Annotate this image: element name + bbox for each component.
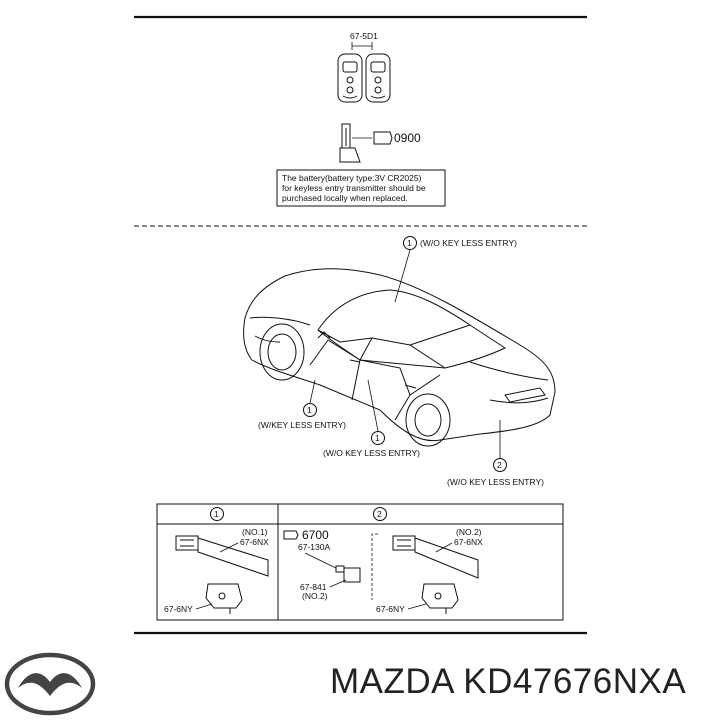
col2-part-ny: 67-6NY xyxy=(376,604,405,614)
rear-door-callout-number: 1 xyxy=(375,433,380,443)
key-fob-right xyxy=(365,53,391,103)
battery-note-line-2: for keyless entry transmitter should be xyxy=(282,183,426,193)
roof-callout-circle xyxy=(403,236,417,250)
col2-connector xyxy=(335,565,361,583)
front-door-leader xyxy=(309,379,316,404)
col2-header-number: 2 xyxy=(377,509,382,519)
battery-note-line-1: The battery(battery type:3V CR2025) xyxy=(282,173,422,183)
front-door-callout-circle xyxy=(303,403,317,417)
trunk-callout-number: 2 xyxy=(497,460,502,470)
col2-ny-leader xyxy=(407,603,427,610)
key-fob-left xyxy=(337,53,363,103)
key-leader-line xyxy=(351,42,373,50)
col2-part-841: 67-841 xyxy=(300,582,327,592)
col1-bracket xyxy=(205,583,243,614)
trunk-callout-label: (W/O KEY LESS ENTRY) xyxy=(447,477,544,487)
col1-antenna-module xyxy=(175,535,269,577)
roof-callout-number: 1 xyxy=(407,238,412,248)
col2-841-leader xyxy=(329,579,347,588)
col1-note1: (NO.1) xyxy=(242,527,268,537)
sedan-illustration xyxy=(243,268,556,447)
col2-part-nx: 67-6NX xyxy=(454,537,483,547)
col2-header-circle xyxy=(373,507,387,521)
col1-ny-leader xyxy=(195,603,213,610)
col2-ref-icon xyxy=(283,530,299,540)
col2-sub-part: 67-130A xyxy=(298,542,330,552)
front-door-callout-label: (W/KEY LESS ENTRY) xyxy=(258,420,346,430)
brand-part-number: MAZDA KD47676NXA xyxy=(330,662,687,701)
col1-part-nx: 67-6NX xyxy=(240,537,269,547)
roof-leader xyxy=(394,249,411,303)
rear-door-callout-circle xyxy=(371,431,385,445)
col2-sub-leader xyxy=(304,552,341,571)
mazda-logo xyxy=(4,652,96,716)
col1-header-circle xyxy=(210,507,224,521)
col1-part-ny: 67-6NY xyxy=(164,604,193,614)
col2-bracket xyxy=(421,583,459,614)
col2-antenna-module xyxy=(392,535,479,579)
battery-note-line-3: purchased locally when replaced. xyxy=(282,193,408,203)
col2-ref-part: 6700 xyxy=(302,528,329,542)
col2-note2: (NO.2) xyxy=(456,527,482,537)
col1-header-number: 1 xyxy=(214,509,219,519)
trunk-callout-circle xyxy=(493,458,507,472)
front-door-callout-number: 1 xyxy=(307,405,312,415)
col2-nx-leader xyxy=(435,542,453,553)
key-blade xyxy=(339,123,361,163)
rear-door-callout-label: (W/O KEY LESS ENTRY) xyxy=(323,448,420,458)
roof-callout-label: (W/O KEY LESS ENTRY) xyxy=(420,238,517,248)
col2-note2-small: (NO.2) xyxy=(302,591,328,601)
battery-note-box xyxy=(276,169,446,207)
battery-part-number: 0900 xyxy=(394,131,421,145)
battery-icon xyxy=(373,131,393,145)
col1-nx-leader xyxy=(219,542,239,553)
col2-dashed-link xyxy=(371,533,378,600)
key-part-number: 67-5D1 xyxy=(350,31,378,41)
rear-door-leader xyxy=(367,379,379,432)
